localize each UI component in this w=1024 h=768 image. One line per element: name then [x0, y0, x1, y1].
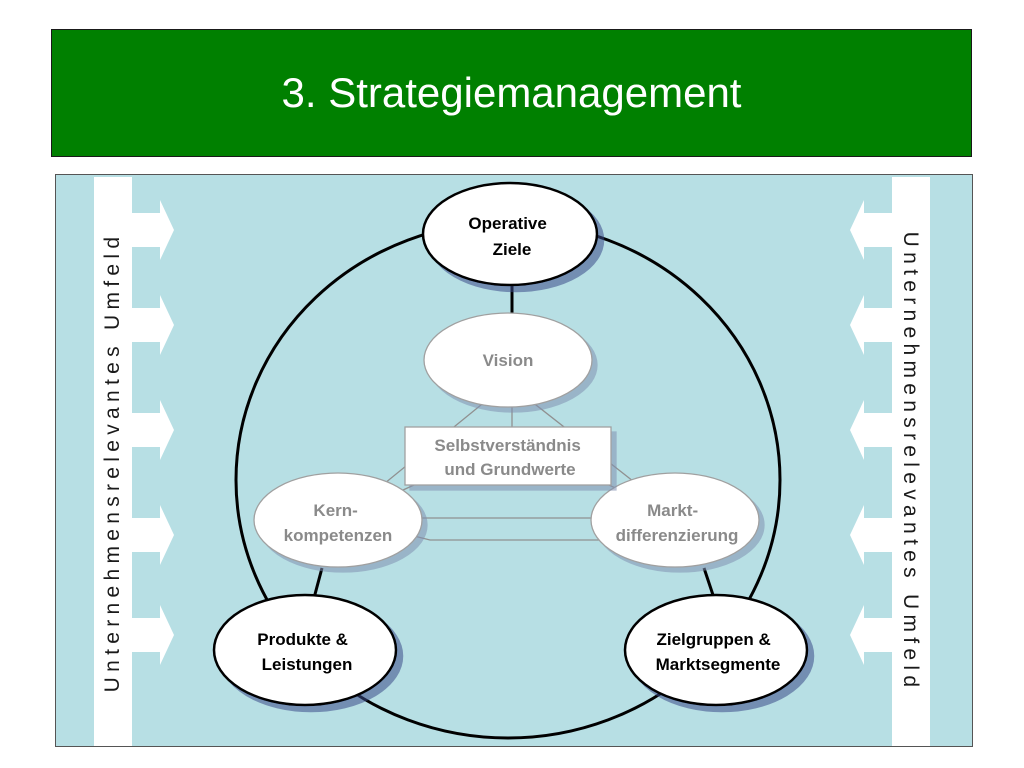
title-bar: 3. Strategiemanagement — [51, 29, 972, 157]
right-inflow-arrows — [850, 200, 892, 665]
left-inflow-arrow-1 — [132, 200, 174, 260]
right-environment-strip — [892, 177, 930, 746]
right-inflow-arrow-5 — [850, 605, 892, 665]
produkte-label: Produkte & Leistungen — [257, 630, 352, 674]
slide-title: 3. Strategiemanagement — [281, 69, 742, 116]
left-inflow-arrow-2 — [132, 295, 174, 355]
connector-kern-produkte — [312, 567, 324, 599]
kern-label: Kern- kompetenzen — [284, 501, 393, 545]
vision-node — [423, 312, 593, 408]
connector-markt-zielgruppen — [702, 567, 716, 599]
left-inflow-arrow-5 — [132, 605, 174, 665]
vision-label: Vision — [483, 351, 534, 370]
left-inflow-arrow-4 — [132, 505, 174, 565]
zielgruppen-label: Zielgruppen & Marktsegmente — [656, 630, 781, 674]
kern-node — [253, 472, 423, 568]
operative-label: Operative Ziele — [468, 214, 551, 259]
right-inflow-arrow-1 — [850, 200, 892, 260]
markt-node — [590, 472, 760, 568]
right-inflow-arrow-3 — [850, 400, 892, 460]
right-inflow-arrow-2 — [850, 295, 892, 355]
center-box — [404, 426, 612, 486]
zielgruppen-node — [623, 593, 809, 707]
center-label: Selbstverständnis und Grundwerte — [434, 436, 585, 479]
markt-label: Markt- differenzierung — [616, 501, 739, 545]
left-inflow-arrow-3 — [132, 400, 174, 460]
left-inflow-arrows — [132, 200, 174, 665]
left-environment-strip — [94, 177, 132, 746]
operative-node — [421, 181, 599, 287]
right-inflow-arrow-4 — [850, 505, 892, 565]
produkte-node — [212, 593, 398, 707]
